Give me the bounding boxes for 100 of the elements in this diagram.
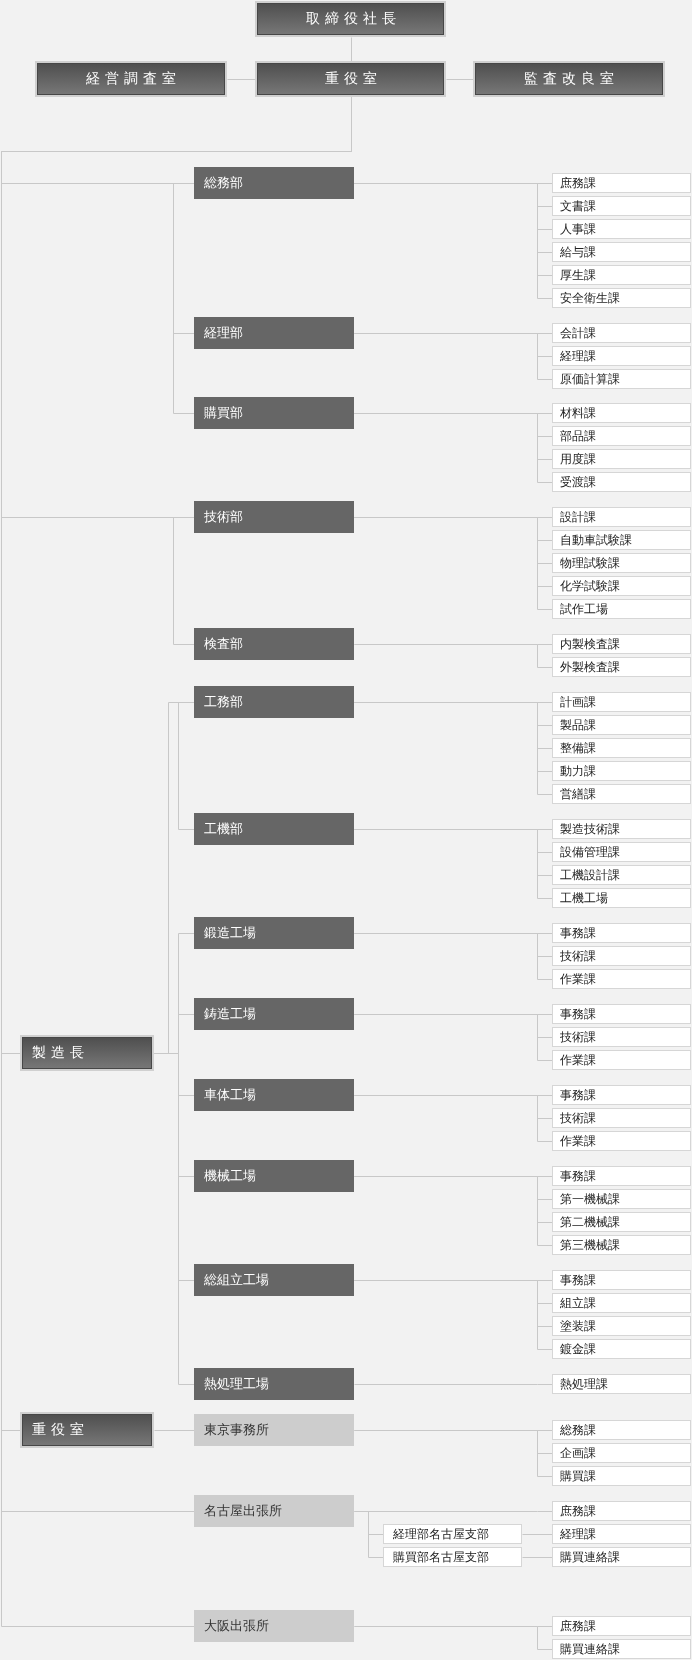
section-box: 鍍金課 bbox=[552, 1339, 691, 1359]
branch-box: 経理部名古屋支部 bbox=[383, 1524, 522, 1544]
section-box: 動力課 bbox=[552, 761, 691, 781]
section-box: 工機工場 bbox=[552, 888, 691, 908]
section-box: 人事課 bbox=[552, 219, 691, 239]
department-box: 購買部 bbox=[194, 397, 354, 429]
section-box: 自動車試験課 bbox=[552, 530, 691, 550]
section-box: 第三機械課 bbox=[552, 1235, 691, 1255]
section-box: 熱処理課 bbox=[552, 1374, 691, 1394]
section-box: 会計課 bbox=[552, 323, 691, 343]
section-box: 用度課 bbox=[552, 449, 691, 469]
connector-line bbox=[446, 79, 474, 80]
section-box: 購買連絡課 bbox=[552, 1639, 691, 1659]
connector-line bbox=[354, 333, 553, 380]
department-box: 経理部 bbox=[194, 317, 354, 349]
section-box: 技術課 bbox=[552, 1108, 691, 1128]
section-box: 総務課 bbox=[552, 1420, 691, 1440]
department-box: 工機部 bbox=[194, 813, 354, 845]
branch-office-box: 名古屋出張所 bbox=[194, 1495, 354, 1527]
connector-line bbox=[522, 1557, 553, 1558]
section-box: 化学試験課 bbox=[552, 576, 691, 596]
section-box: 組立課 bbox=[552, 1293, 691, 1313]
section-box: 事務課 bbox=[552, 1166, 691, 1186]
section-box: 技術課 bbox=[552, 1027, 691, 1047]
section-box: 給与課 bbox=[552, 242, 691, 262]
executive-box: 監査改良室 bbox=[473, 61, 665, 97]
department-box: 車体工場 bbox=[194, 1079, 354, 1111]
section-box: 第一機械課 bbox=[552, 1189, 691, 1209]
section-box: 購買連絡課 bbox=[552, 1547, 691, 1567]
section-box: 営繕課 bbox=[552, 784, 691, 804]
section-box: 作業課 bbox=[552, 969, 691, 989]
section-box: 製品課 bbox=[552, 715, 691, 735]
executive-box: 経営調査室 bbox=[35, 61, 227, 97]
connector-line bbox=[354, 829, 553, 899]
connector-line bbox=[354, 517, 553, 610]
connector-line bbox=[354, 702, 553, 795]
connector-line bbox=[354, 1176, 553, 1246]
section-box: 作業課 bbox=[552, 1050, 691, 1070]
section-box: 製造技術課 bbox=[552, 819, 691, 839]
section-box: 事務課 bbox=[552, 923, 691, 943]
department-box: 鋳造工場 bbox=[194, 998, 354, 1030]
connector-line bbox=[522, 1534, 553, 1535]
connector-line bbox=[354, 183, 553, 299]
executive-box: 製造長 bbox=[20, 1035, 154, 1071]
department-box: 熱処理工場 bbox=[194, 1368, 354, 1400]
section-box: 経理課 bbox=[552, 1524, 691, 1544]
executive-box: 取締役社長 bbox=[255, 1, 446, 37]
connector-line bbox=[354, 1014, 553, 1061]
section-box: 安全衛生課 bbox=[552, 288, 691, 308]
section-box: 作業課 bbox=[552, 1131, 691, 1151]
section-box: 部品課 bbox=[552, 426, 691, 446]
section-box: 内製検査課 bbox=[552, 634, 691, 654]
department-box: 総組立工場 bbox=[194, 1264, 354, 1296]
section-box: 庶務課 bbox=[552, 173, 691, 193]
department-box: 総務部 bbox=[194, 167, 354, 199]
section-box: 庶務課 bbox=[552, 1616, 691, 1636]
section-box: 事務課 bbox=[552, 1004, 691, 1024]
section-box: 設備管理課 bbox=[552, 842, 691, 862]
connector-line bbox=[354, 1095, 553, 1142]
connector-line bbox=[154, 1430, 195, 1431]
connector-line bbox=[354, 1511, 384, 1558]
section-box: 設計課 bbox=[552, 507, 691, 527]
section-box: 計画課 bbox=[552, 692, 691, 712]
section-box: 技術課 bbox=[552, 946, 691, 966]
section-box: 企画課 bbox=[552, 1443, 691, 1463]
department-box: 検査部 bbox=[194, 628, 354, 660]
section-box: 外製検査課 bbox=[552, 657, 691, 677]
section-box: 受渡課 bbox=[552, 472, 691, 492]
connector-line bbox=[354, 1280, 553, 1350]
section-box: 文書課 bbox=[552, 196, 691, 216]
section-box: 経理課 bbox=[552, 346, 691, 366]
connector-line bbox=[354, 1384, 553, 1385]
section-box: 塗装課 bbox=[552, 1316, 691, 1336]
branch-office-box: 東京事務所 bbox=[194, 1414, 354, 1446]
connector-line bbox=[227, 79, 256, 80]
connector-line bbox=[351, 37, 352, 62]
branch-box: 購買部名古屋支部 bbox=[383, 1547, 522, 1567]
section-box: 庶務課 bbox=[552, 1501, 691, 1521]
connector-line bbox=[354, 644, 553, 668]
section-box: 物理試験課 bbox=[552, 553, 691, 573]
department-box: 技術部 bbox=[194, 501, 354, 533]
section-box: 事務課 bbox=[552, 1085, 691, 1105]
connector-line bbox=[354, 1430, 553, 1477]
connector-line bbox=[354, 933, 553, 980]
section-box: 第二機械課 bbox=[552, 1212, 691, 1232]
section-box: 事務課 bbox=[552, 1270, 691, 1290]
section-box: 材料課 bbox=[552, 403, 691, 423]
section-box: 原価計算課 bbox=[552, 369, 691, 389]
connector-line bbox=[154, 1053, 195, 1385]
executive-box: 重役室 bbox=[20, 1412, 154, 1448]
section-box: 厚生課 bbox=[552, 265, 691, 285]
section-box: 試作工場 bbox=[552, 599, 691, 619]
connector-line bbox=[354, 1626, 553, 1650]
executive-box: 重役室 bbox=[255, 61, 446, 97]
department-box: 鍛造工場 bbox=[194, 917, 354, 949]
branch-office-box: 大阪出張所 bbox=[194, 1610, 354, 1642]
connector-line bbox=[354, 413, 553, 483]
section-box: 購買課 bbox=[552, 1466, 691, 1486]
section-box: 工機設計課 bbox=[552, 865, 691, 885]
department-box: 工務部 bbox=[194, 686, 354, 718]
